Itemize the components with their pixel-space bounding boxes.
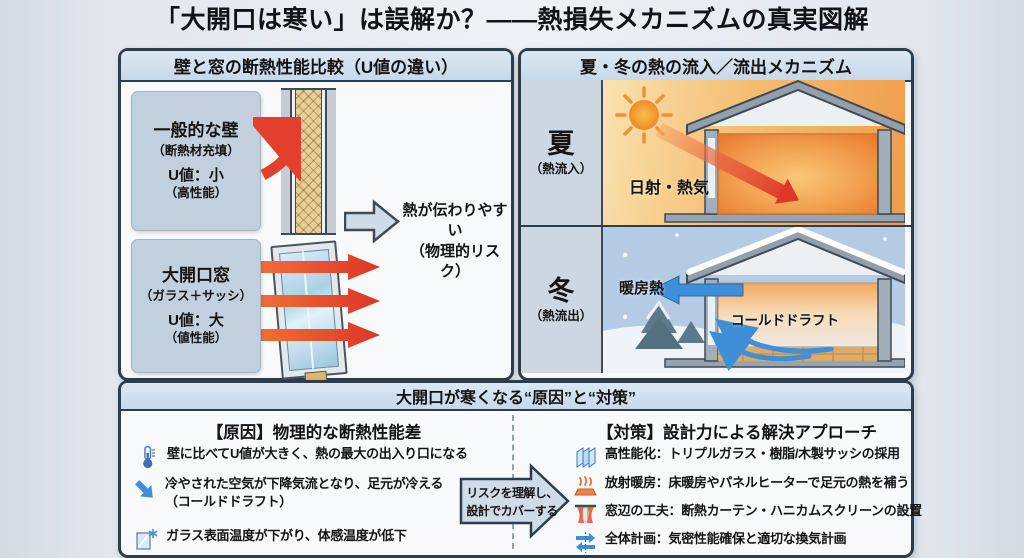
window-material: （ガラス＋サッシ）	[139, 288, 253, 303]
cause-text: ガラス表面温度が下がり、体感温度が低下	[166, 528, 407, 543]
window-label-box: 大開口窓 （ガラス＋サッシ） U値：大 （値性能）	[131, 239, 261, 373]
measures-heading: 【対策】設計力による解決アプローチ	[596, 424, 877, 442]
heat-note-line1: 熱が伝わりやすい	[402, 202, 508, 240]
thermometer-icon	[135, 445, 159, 469]
wall-rating: （高性能）	[164, 186, 228, 201]
panel-cause-measure-header: 大開口が寒くなる“原因”と“対策”	[121, 383, 911, 411]
heat-through-arrow-icon	[258, 288, 380, 314]
measure-item: 高性能化：トリプルガラス・樹脂/木製サッシの採用	[573, 445, 900, 469]
winter-season: 冬	[547, 276, 575, 307]
summer-flow: （熱流入）	[529, 161, 593, 176]
panel-cause-measure: 大開口が寒くなる“原因”と“対策” 【原因】物理的な断熱性能差 壁に比べてU値が…	[118, 380, 922, 558]
floor-heating-icon	[573, 474, 597, 498]
panel-insulation-header: 壁と窓の断熱性能比較（U値の違い）	[121, 51, 511, 82]
heat-through-arrow-icon	[258, 322, 380, 348]
winter-flow: （熱流出）	[529, 309, 593, 324]
winter-house-illustration	[603, 227, 905, 373]
heat-transfer-note: 熱が伝わりやすい （物理的リスク）	[401, 201, 509, 282]
cause-text: 冷やされた空気が下降気流となり、足元が冷える	[165, 476, 444, 491]
panel-heat-flow: 夏・冬の熱の流入／流出メカニズム 夏 （熱流入）	[518, 48, 914, 381]
summer-heat-label: 日射・熱気	[629, 180, 710, 197]
bridge-arrow-icon	[459, 463, 570, 539]
cause-item: 壁に比べてU値が大きく、熱の最大の出入り口になる	[135, 445, 468, 469]
cause-text: 壁に比べてU値が大きく、熱の最大の出入り口になる	[167, 446, 468, 461]
curtain-icon	[573, 502, 597, 526]
ventilation-icon	[573, 530, 597, 554]
cause-item: ガラス表面温度が下がり、体感温度が低下	[134, 527, 407, 551]
measure-item: 全体計画：気密性能確保と適切な換気計画	[573, 530, 847, 554]
heat-note-line2: （物理的リスク）	[409, 242, 500, 280]
measure-text: 高性能化：トリプルガラス・樹脂/木製サッシの採用	[605, 446, 900, 461]
wall-label-box: 一般的な壁 （断熱材充填） U値：小 （高性能）	[131, 91, 261, 231]
summer-season-label: 夏 （熱流入）	[521, 80, 601, 225]
measure-text: 放射暖房：床暖房やパネルヒーターで足元の熱を補う	[605, 475, 910, 490]
triple-glazing-icon	[573, 445, 597, 469]
wall-u-value: U値：小	[168, 166, 224, 184]
transfer-arrow-icon	[344, 199, 400, 244]
measure-text: 全体計画：気密性能確保と適切な換気計画	[605, 531, 847, 546]
measure-item: 窓辺の工夫：断熱カーテン・ハニカムスクリーンの設置	[573, 502, 922, 526]
cause-item: 冷やされた空気が下降気流となり、足元が冷える （コールドドラフト）	[133, 475, 443, 511]
cold-draft-arrow-icon	[133, 475, 157, 505]
window-rating: （値性能）	[164, 331, 228, 346]
heat-bounce-arrow-icon	[253, 117, 301, 181]
winter-row: 冬 （熱流出）	[521, 227, 911, 373]
window-u-value: U値：大	[168, 311, 224, 329]
wall-material: （断熱材充填）	[152, 143, 240, 158]
heat-through-arrow-icon	[258, 254, 380, 280]
wall-name: 一般的な壁	[153, 121, 239, 141]
window-name: 大開口窓	[162, 266, 230, 286]
summer-scene: 日射・熱気	[601, 80, 905, 225]
cold-draft-label: コールドドラフト	[731, 313, 839, 328]
cause-text2: （コールドドラフト）	[165, 494, 293, 510]
causes-heading: 【原因】物理的な断熱性能差	[206, 424, 422, 442]
bridge-line2: 設計でカバーする	[466, 504, 558, 518]
summer-row: 夏 （熱流入）	[521, 80, 911, 227]
bridge-arrow-text: リスクを理解し、 設計でカバーする	[461, 484, 563, 520]
cold-glass-icon	[134, 527, 158, 551]
page-title: 「大開口は寒い」は誤解か？——熱損失メカニズムの真実図解	[154, 6, 869, 34]
bridge-line1: リスクを理解し、	[466, 486, 558, 500]
measure-text: 窓辺の工夫：断熱カーテン・ハニカムスクリーンの設置	[605, 503, 922, 518]
winter-scene: 暖房熱 コールドドラフト	[601, 227, 905, 373]
winter-season-label: 冬 （熱流出）	[521, 227, 601, 373]
panel-insulation-comparison: 壁と窓の断熱性能比較（U値の違い） 一般的な壁 （断熱材充填） U値：小 （高性…	[118, 48, 514, 387]
wall-cross-section	[281, 88, 336, 235]
panel-heat-flow-header: 夏・冬の熱の流入／流出メカニズム	[521, 51, 911, 82]
summer-season: 夏	[547, 128, 575, 159]
winter-heat-label: 暖房熱	[619, 280, 665, 297]
measure-item: 放射暖房：床暖房やパネルヒーターで足元の熱を補う	[573, 474, 909, 498]
